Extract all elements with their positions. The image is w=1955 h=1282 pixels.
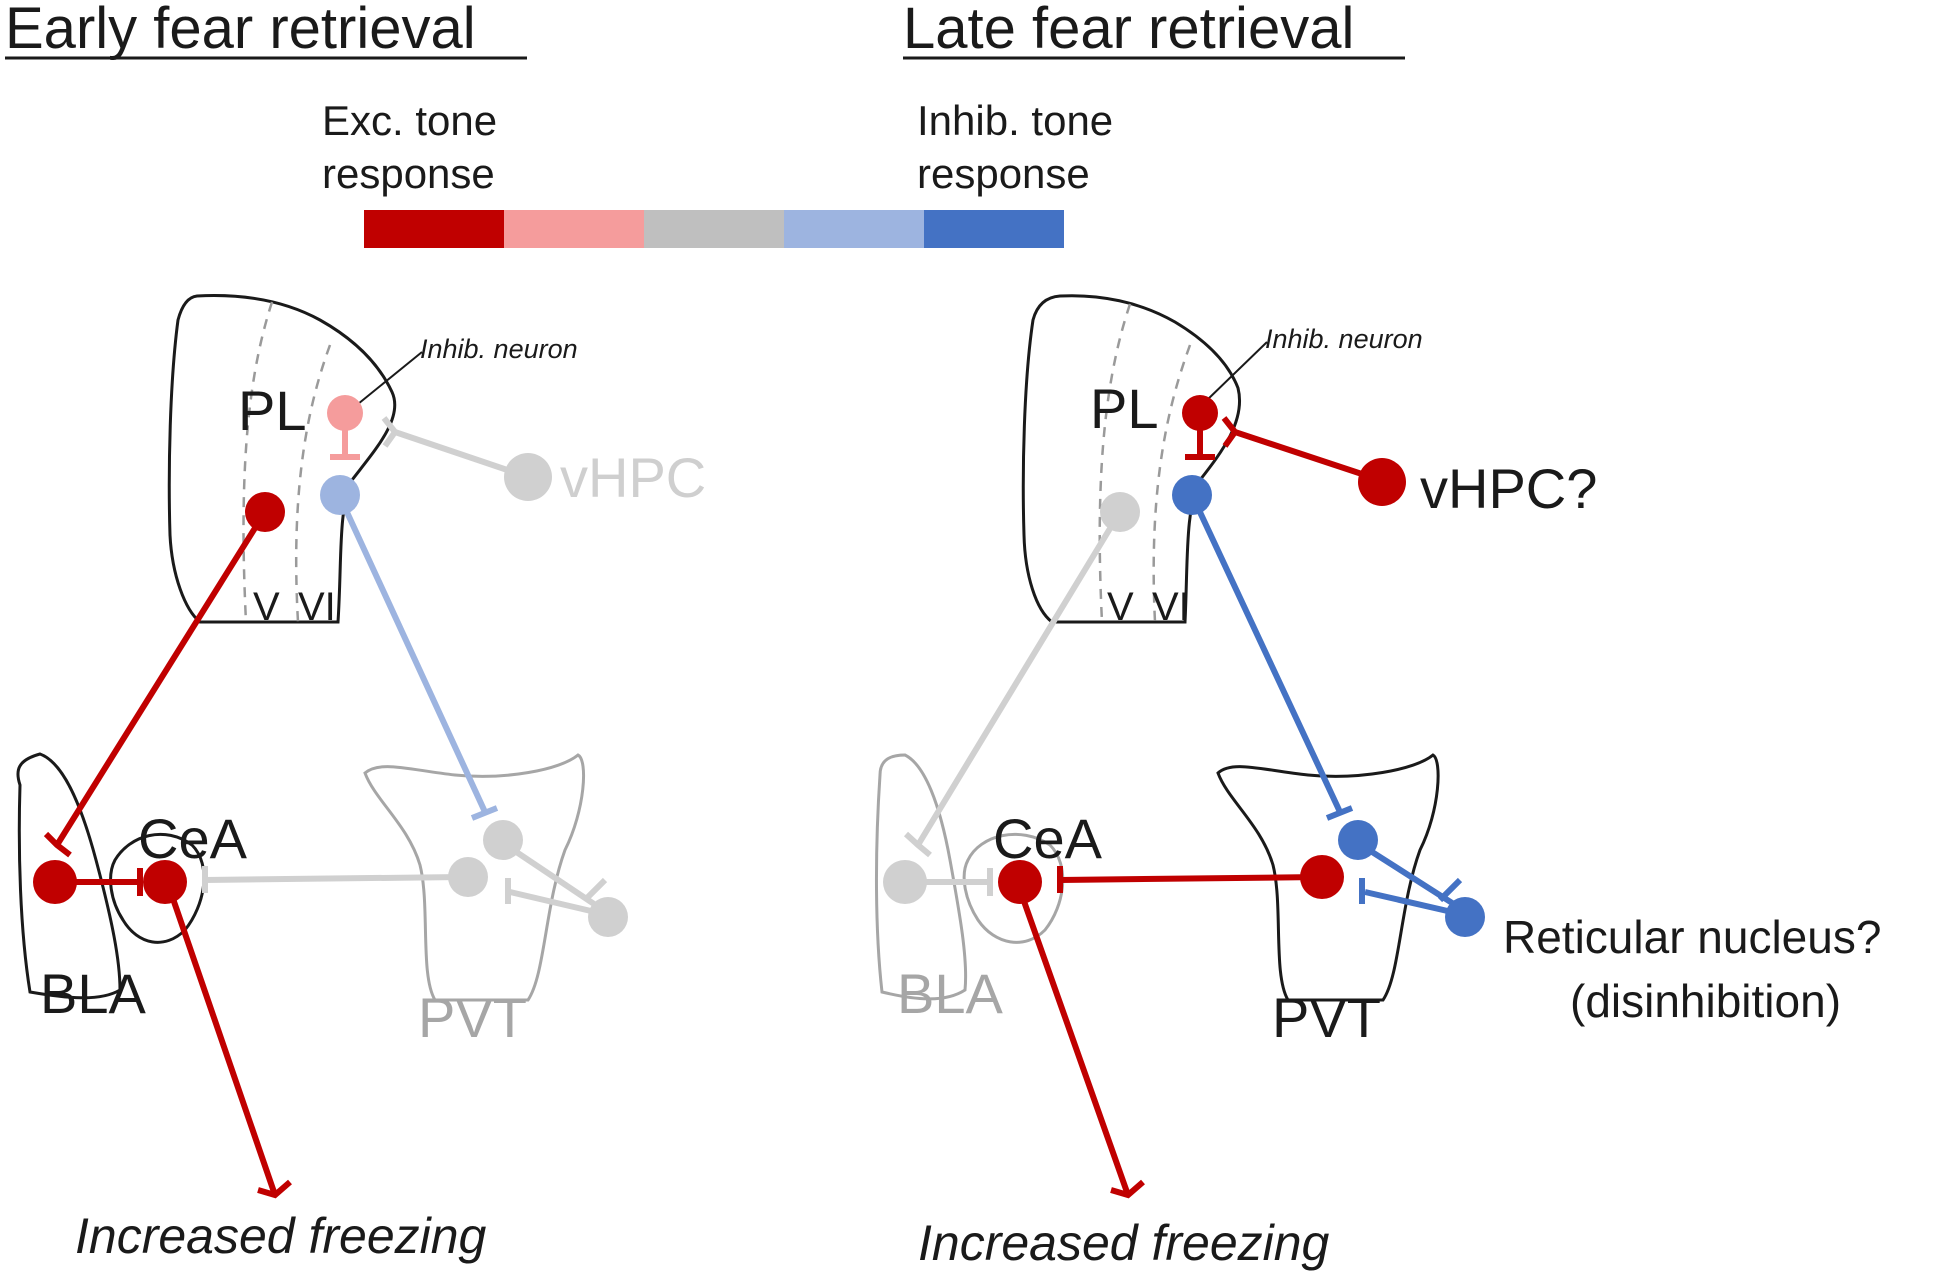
right-neuron-vhpc — [1358, 458, 1406, 506]
legend-swatch-4 — [784, 210, 924, 248]
left-inhib-neuron-label: Inhib. neuron — [420, 334, 578, 364]
left-pl-layer-divider-1 — [242, 301, 274, 623]
left-neuron-pl-layer-vi — [320, 475, 360, 515]
legend-color-scale — [364, 210, 1064, 248]
left-inhib-pointer — [357, 351, 423, 405]
left-cea-label: CeA — [138, 807, 248, 870]
right-vhpc-label: vHPC? — [1420, 457, 1597, 520]
left-pl-to-bla-axon — [54, 510, 268, 847]
left-pl-label: PL — [238, 379, 307, 442]
right-pvt-internal-synapse — [1359, 877, 1463, 904]
left-pl-layer-divider-2 — [294, 344, 332, 623]
right-title: Late fear retrieval — [903, 0, 1354, 61]
right-cea-outline — [962, 832, 1065, 944]
right-pvt-outline — [1216, 753, 1440, 1002]
right-reticular-label-1: Reticular nucleus? — [1503, 911, 1881, 963]
right-vhpc-to-pl-axon — [1234, 429, 1381, 483]
left-panel: PL V VI Inhib. neuron BLA CeA PVT vHPC — [16, 294, 706, 1264]
right-reticular-label-2: (disinhibition) — [1570, 975, 1841, 1027]
right-pl-bla-synapse — [903, 831, 932, 858]
left-vhpc-label: vHPC — [560, 446, 706, 509]
legend-swatch-5 — [924, 210, 1064, 248]
legend-swatch-3 — [644, 210, 784, 248]
left-output-arrowhead — [257, 1179, 292, 1199]
right-bla-label: BLA — [897, 962, 1003, 1025]
right-pl-label: PL — [1090, 377, 1159, 440]
left-neuron-bla — [33, 860, 77, 904]
right-neuron-pl-layer-v — [1100, 492, 1140, 532]
right-pl-to-bla-axon — [915, 510, 1123, 847]
right-layer-vi-label: VI — [1152, 585, 1190, 629]
legend-exc-label-2: response — [322, 150, 495, 197]
right-pl-layer-divider-2 — [1152, 344, 1192, 623]
right-neuron-cea — [998, 860, 1042, 904]
left-pl-pvt-synapse — [470, 805, 499, 821]
left-cea-output-axon — [167, 889, 278, 1196]
right-pvt-label: PVT — [1272, 986, 1381, 1049]
right-cea-output-axon — [1017, 888, 1131, 1197]
left-neuron-pl-layer-v — [245, 492, 285, 532]
right-neuron-pvt-2 — [1338, 820, 1378, 860]
right-pl-outline — [1021, 294, 1241, 624]
left-pl-to-pvt-axon — [337, 495, 488, 814]
right-neuron-bla — [883, 860, 927, 904]
left-neuron-pvt-1 — [448, 857, 488, 897]
right-output-arrowhead — [1110, 1179, 1145, 1199]
right-pl-to-pvt-axon — [1189, 493, 1343, 814]
left-vhpc-synapse — [381, 416, 399, 448]
right-neuron-reticular — [1445, 897, 1485, 937]
left-pvt-to-cea-axon — [204, 874, 463, 883]
left-title: Early fear retrieval — [5, 0, 476, 61]
right-neuron-pl-layer-vi — [1172, 475, 1212, 515]
left-neuron-cea — [143, 860, 187, 904]
right-cea-label: CeA — [993, 807, 1103, 870]
right-output-label: Increased freezing — [918, 1215, 1330, 1271]
left-layer-v-label: V — [253, 585, 280, 629]
legend-swatch-1 — [364, 210, 504, 248]
legend-inh-label-2: response — [917, 150, 1090, 197]
left-layer-vi-label: VI — [298, 585, 336, 629]
left-pvt-outline — [363, 753, 586, 1002]
right-neuron-pvt-1 — [1300, 855, 1344, 899]
right-inhib-pointer — [1204, 341, 1268, 403]
right-pl-layer-divider-1 — [1098, 303, 1132, 623]
right-pl-pvt-synapse — [1325, 805, 1354, 821]
right-inhib-neuron-label: Inhib. neuron — [1265, 324, 1423, 354]
right-pvt-to-cea-axon — [1059, 874, 1321, 883]
legend-swatch-2 — [504, 210, 644, 248]
right-neuron-inhib — [1182, 395, 1218, 431]
left-pl-outline — [167, 294, 397, 624]
left-neuron-pvt-2 — [483, 820, 523, 860]
left-neuron-inhib — [327, 395, 363, 431]
right-bla-outline — [874, 753, 968, 1001]
right-panel: PL V VI Inhib. neuron BLA CeA PVT vHPC? … — [874, 294, 1881, 1271]
left-neuron-vhpc — [504, 453, 552, 501]
left-pl-bla-synapse — [43, 831, 72, 858]
left-bla-label: BLA — [40, 962, 146, 1025]
left-output-label: Increased freezing — [75, 1208, 487, 1264]
legend-exc-label-1: Exc. tone — [322, 97, 497, 144]
left-pvt-label: PVT — [418, 986, 527, 1049]
legend-inh-label-1: Inhib. tone — [917, 97, 1113, 144]
right-layer-v-label: V — [1107, 585, 1134, 629]
left-pvt-internal-synapse — [505, 877, 608, 904]
right-vhpc-synapse — [1221, 416, 1239, 448]
left-neuron-pvt-3 — [588, 897, 628, 937]
left-bla-outline — [16, 752, 122, 1000]
